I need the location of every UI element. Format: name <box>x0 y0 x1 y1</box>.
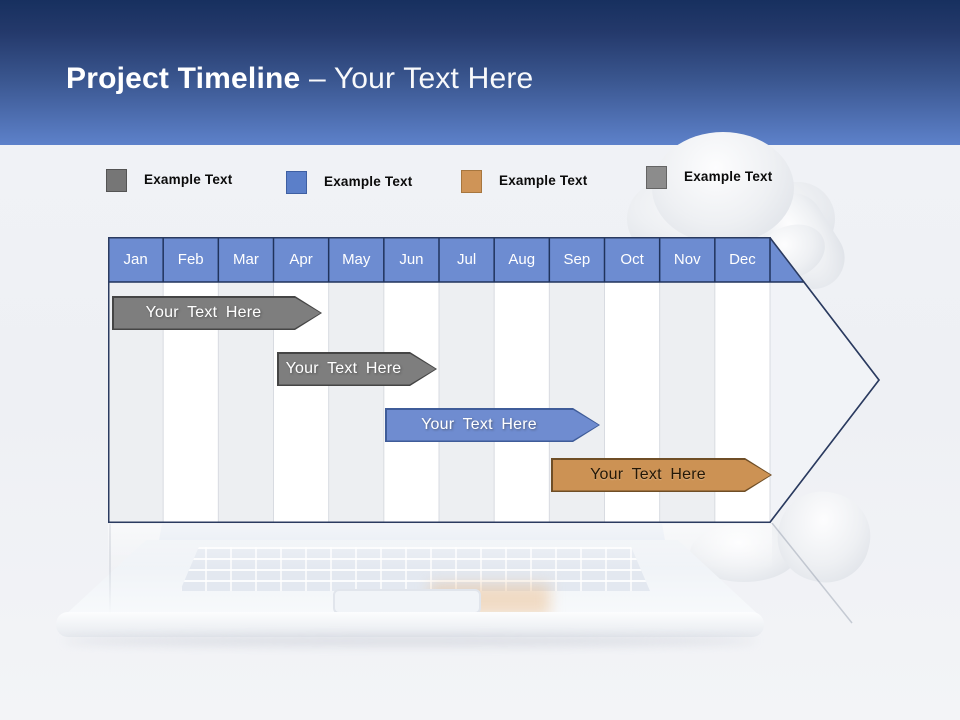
legend-item-4[interactable]: Example Text <box>646 166 772 189</box>
task-bar-label: Your Text Here <box>590 466 706 483</box>
laptop-trackpad <box>333 589 481 614</box>
laptop-shadow <box>64 636 756 646</box>
task-bar-fill <box>279 354 436 385</box>
month-cell-mar[interactable]: Mar <box>232 251 259 268</box>
page-title[interactable]: Project Timeline – Your Text Here <box>66 62 533 96</box>
task-bar-3[interactable]: Your Text Here <box>385 408 600 442</box>
month-cell-oct[interactable]: Oct <box>620 251 644 268</box>
legend-label: Example Text <box>144 172 233 187</box>
legend-label: Example Text <box>499 173 588 188</box>
title-bold-part: Project Timeline <box>66 62 301 95</box>
legend-swatch-gray <box>106 169 127 192</box>
month-cell-jan[interactable]: Jan <box>123 251 148 268</box>
task-bar-fill <box>553 460 771 491</box>
month-cell-dec[interactable]: Dec <box>729 251 756 268</box>
month-cell-apr[interactable]: Apr <box>289 251 313 268</box>
timeline-reflection <box>108 524 772 570</box>
slide-header-band: Project Timeline – Your Text Here <box>0 0 960 145</box>
task-bar-4[interactable]: Your Text Here <box>551 458 772 492</box>
task-bar-fill <box>387 410 599 441</box>
month-cell-nov[interactable]: Nov <box>673 251 701 268</box>
task-bar-label: Your Text Here <box>285 360 402 377</box>
legend-swatch-blue <box>286 171 307 194</box>
month-cell-sep[interactable]: Sep <box>563 251 591 268</box>
timeline-arrow-chart: Jan Feb Mar Apr May Jun Jul Aug Sep Oct … <box>108 237 880 523</box>
task-bar-2[interactable]: Your Text Here <box>277 352 437 386</box>
legend-item-1[interactable]: Example Text <box>106 169 232 192</box>
task-bar-fill <box>114 298 321 329</box>
task-bar-1[interactable]: Your Text Here <box>112 296 322 330</box>
figure-head <box>652 132 794 244</box>
laptop-front-edge <box>56 612 764 637</box>
legend-item-3[interactable]: Example Text <box>461 170 587 193</box>
legend-label: Example Text <box>684 169 773 184</box>
task-bar-label: Your Text Here <box>421 416 537 433</box>
legend-label: Example Text <box>324 174 413 189</box>
task-bar-label: Your Text Here <box>145 304 262 321</box>
legend-swatch-orange <box>461 170 482 193</box>
month-cell-jul[interactable]: Jul <box>456 251 477 268</box>
month-cell-may[interactable]: May <box>342 251 371 268</box>
month-cell-jun[interactable]: Jun <box>399 251 424 268</box>
month-cell-feb[interactable]: Feb <box>177 251 204 268</box>
legend-item-2[interactable]: Example Text <box>286 171 412 194</box>
legend-swatch-gray-2 <box>646 166 667 189</box>
title-subtitle-part: – Your Text Here <box>308 62 534 95</box>
month-cell-aug[interactable]: Aug <box>508 251 536 268</box>
arrow-edge-reflection <box>771 523 853 624</box>
